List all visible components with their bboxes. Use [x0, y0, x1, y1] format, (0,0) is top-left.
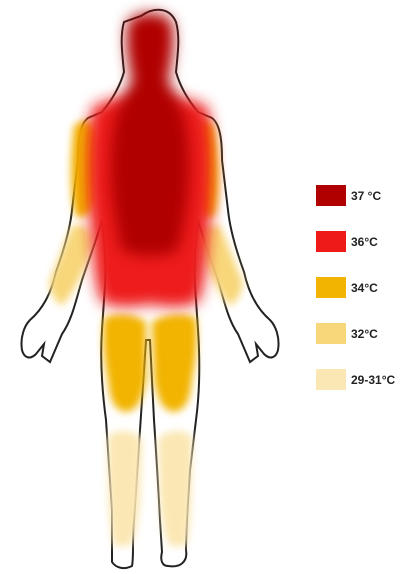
legend-item-36: 36°C — [316, 227, 401, 259]
legend-label: 34°C — [351, 281, 378, 295]
legend-swatch — [316, 323, 346, 344]
legend-swatch — [316, 369, 346, 390]
legend-label: 37 °C — [351, 189, 381, 203]
legend-item-32: 32°C — [316, 319, 401, 351]
legend-label: 29-31°C — [351, 373, 395, 387]
legend-swatch — [316, 231, 346, 252]
temperature-legend: 37 °C 36°C 34°C 32°C 29-31°C — [316, 181, 401, 411]
legend-swatch — [316, 185, 346, 206]
zone-lower-legs — [108, 431, 192, 546]
legend-label: 36°C — [351, 235, 378, 249]
legend-item-34: 34°C — [316, 273, 401, 305]
legend-item-29-31: 29-31°C — [316, 365, 401, 397]
legend-swatch — [316, 277, 346, 298]
legend-item-37: 37 °C — [316, 181, 401, 213]
legend-label: 32°C — [351, 327, 378, 341]
